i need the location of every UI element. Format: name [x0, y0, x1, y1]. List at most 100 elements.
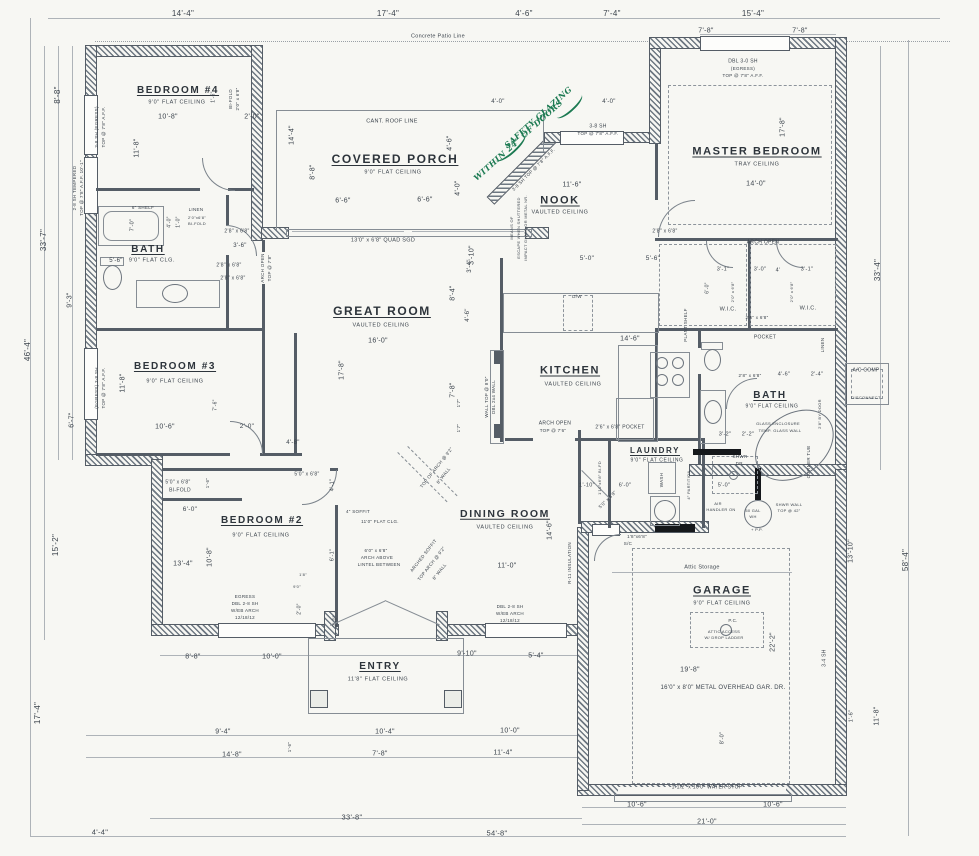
annotation-label: 2'8" x 6'8" [216, 262, 242, 269]
annotation-label: 6'-0" [618, 482, 632, 489]
annotation-label: 14'-6" [620, 335, 640, 343]
annotation-label: 1'-6" [848, 709, 855, 723]
kitchen-counter [503, 293, 659, 333]
annotation-label: TOP @ 7'8" A.F.F. [100, 106, 106, 148]
annotation-label: BI-FOLD [227, 89, 233, 109]
annotation-label: DBL 2x4 WALL [490, 379, 496, 415]
annotation-label: 1'-6" [204, 477, 210, 489]
wall-exterior [251, 45, 263, 241]
annotation-label: 10'-6" [763, 801, 783, 809]
dimension-line [150, 818, 582, 819]
annotation-label: TOP @ 7'8" [266, 254, 272, 282]
dimension-line [44, 46, 45, 640]
annotation-label: PLANT SHELF [682, 308, 688, 342]
room-label-nook: NOOK [540, 194, 580, 207]
annotation-label: 54'-8" [486, 828, 508, 838]
porch-roof-line [543, 110, 544, 152]
range-burner [672, 357, 684, 369]
annotation-label: 1'-6" [210, 91, 217, 103]
annotation-label: 11'-6" [562, 181, 582, 189]
wall-interior [748, 240, 751, 328]
annotation-label: 9'0" [293, 584, 301, 589]
wall-interior [335, 505, 338, 627]
room-label-entry: ENTRY [359, 661, 401, 672]
wall-interior [162, 498, 242, 501]
dimension-line [72, 46, 73, 460]
annotation-label: BI-FOLD [169, 487, 191, 494]
water-stop [614, 794, 792, 802]
tray-ceiling-outline [668, 85, 832, 225]
shower-wall [693, 449, 741, 455]
wall-interior [655, 238, 838, 241]
annotation-label: W/ DROP LADDER [704, 635, 744, 640]
wall-exterior [85, 454, 163, 466]
wall-interior [698, 330, 701, 348]
annotation-label: TOP @ 7'8" A.F.F. [577, 130, 619, 136]
entry-column [444, 690, 462, 708]
annotation-label: DBL 3-0 SH [728, 58, 758, 65]
annotation-label: 1'-10" [579, 482, 595, 489]
annotation-label: 4" SOFFIT [345, 508, 371, 514]
annotation-label: 13'-10" [847, 539, 855, 563]
wall-interior [162, 468, 302, 471]
annotation-label: 6'-0" [182, 505, 198, 513]
garage-door-opening [618, 787, 786, 795]
annotation-label: 9'0" FLAT CEILING [693, 600, 751, 607]
room-label-garage: GARAGE [693, 584, 751, 597]
annotation-label: TOP @ 7'8" A.F.F. [722, 72, 764, 78]
range-burner [656, 374, 668, 386]
wall-interior [294, 333, 297, 455]
annotation-label: DBL 2-8 SH [231, 600, 259, 606]
annotation-label: 8'-8" [53, 86, 62, 104]
annotation-label: 7'-4" [603, 9, 621, 18]
annotation-label: 6'-6" [417, 196, 433, 204]
washer [648, 462, 676, 494]
annotation-label: 17'-8" [338, 360, 346, 380]
annotation-label: 16'-0" [368, 337, 388, 345]
annotation-label: 6'-0" [704, 282, 711, 294]
annotation-label: 6'-7" [68, 412, 76, 428]
attic-storage-line [612, 572, 792, 573]
annotation-label: 7'-6" [212, 399, 219, 411]
room-label-bedroom-3: BEDROOM #3 [133, 361, 217, 372]
annotation-label: 4'-6" [515, 9, 533, 18]
entry-roof-line [384, 600, 440, 626]
wall-interior [262, 240, 265, 252]
annotation-label: TRAY CEILING [734, 161, 780, 168]
wall-interior [96, 188, 200, 191]
annotation-label: 15'-4" [741, 9, 765, 18]
annotation-label: 6'0" x 6'8" [364, 547, 388, 553]
annotation-label: WALL TOP @ 8'0" [483, 376, 489, 418]
annotation-label: 5'-6" [645, 254, 661, 262]
annotation-label: CANT. ROOF LINE [366, 118, 418, 125]
annotation-label: 2'8" BY DOOR [817, 399, 822, 429]
wall-interior [608, 438, 611, 528]
annotation-label: 9'-4" [215, 728, 231, 736]
sliding-door-panel [292, 231, 404, 232]
header-wall [655, 524, 695, 532]
bar-wall [490, 350, 504, 444]
window-bedroom4 [84, 95, 98, 155]
annotation-label: 17'-4" [376, 9, 400, 18]
wall-interior [262, 284, 265, 455]
water-heater [744, 500, 772, 528]
wall-interior [578, 430, 581, 524]
annotation-label: 3'-0" [753, 266, 767, 273]
annotation-label: 9'0" FLAT CLG. [128, 257, 176, 264]
wall-exterior-diagonal [487, 128, 556, 211]
annotation-label: 3'-6" [233, 243, 247, 249]
wall-exterior [581, 521, 709, 533]
annotation-label: 4'-6" [777, 371, 791, 378]
range-burner [672, 374, 684, 386]
wall-interior [226, 195, 229, 225]
annotation-label: 46'-4" [23, 338, 32, 362]
door-arc [594, 534, 621, 561]
annotation-label: 2'0"x6'8" [188, 215, 206, 220]
annotation-label: 11'-8" [119, 373, 127, 393]
window-master [700, 36, 790, 51]
kitchen-counter [618, 345, 658, 442]
annotation-label: 15'-2" [51, 533, 60, 557]
laundry-sink [650, 496, 680, 526]
annotation-label: 9'0" FLAT CEILING [745, 403, 799, 410]
annotation-label: 7'-8" [372, 750, 388, 758]
